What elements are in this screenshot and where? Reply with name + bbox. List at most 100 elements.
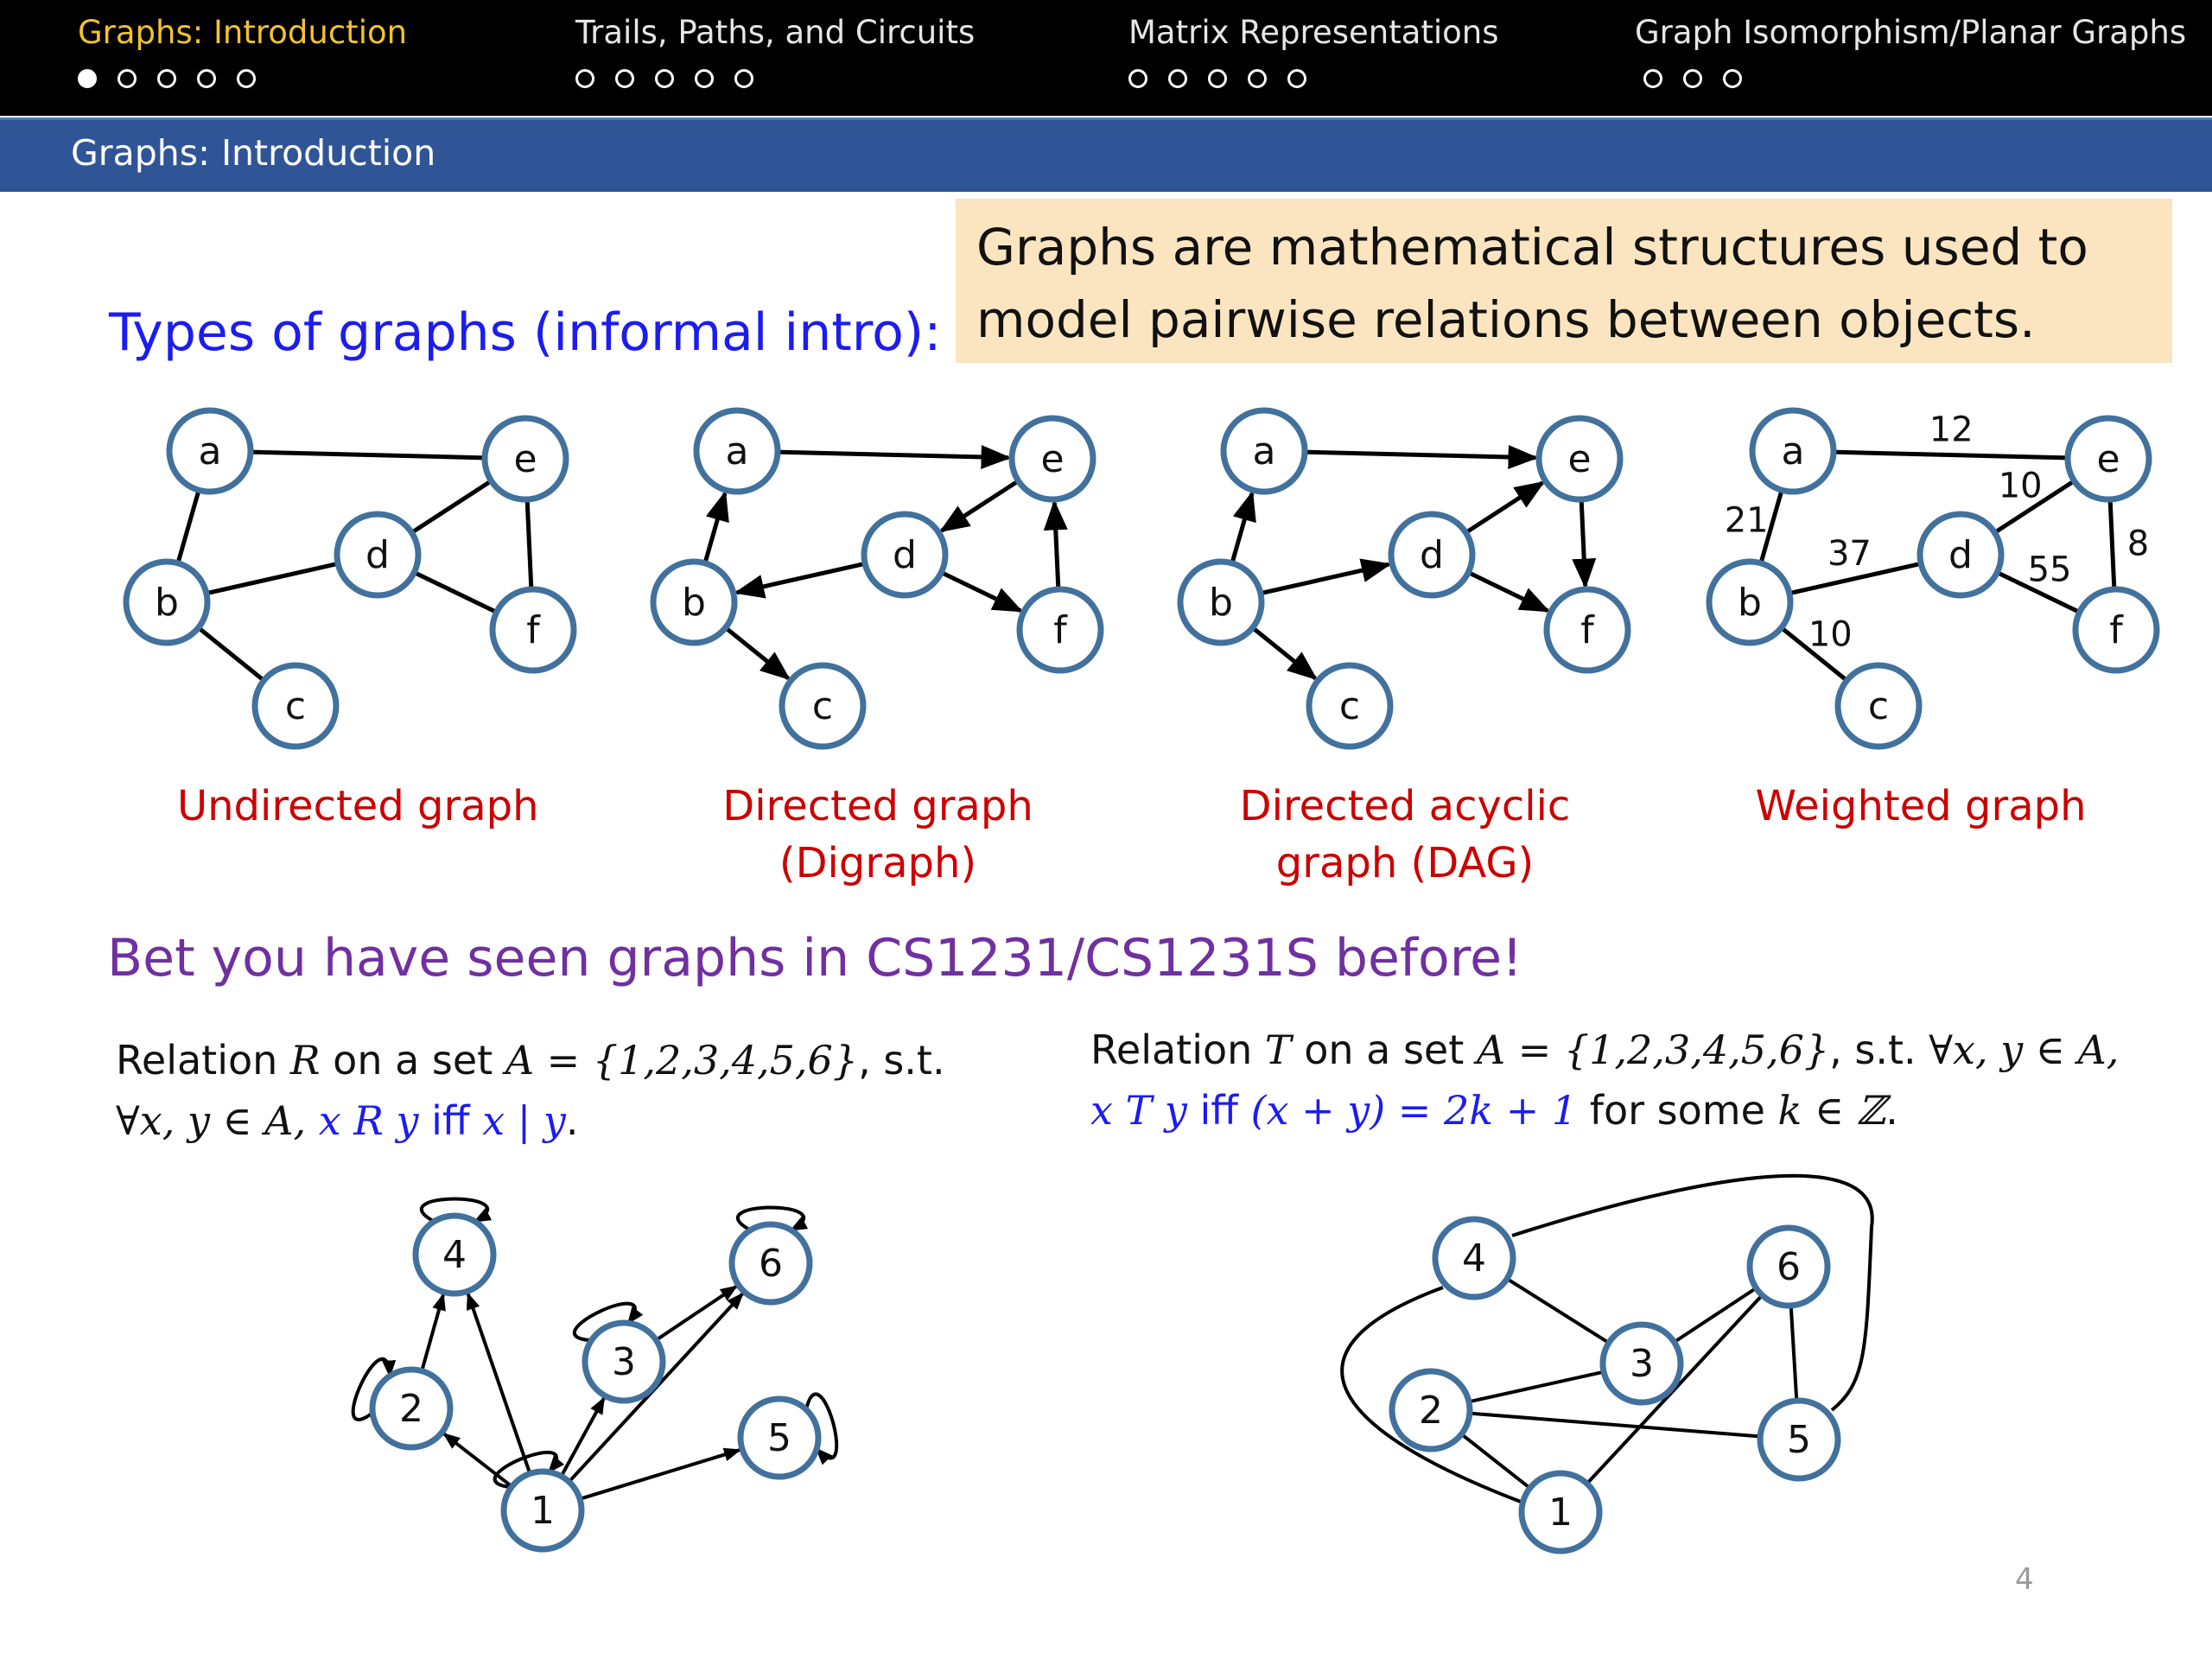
nav-dot[interactable]: [237, 69, 256, 88]
graph-edge: [734, 561, 866, 599]
graph-node: [1706, 558, 1794, 646]
nav-dot[interactable]: [575, 69, 594, 88]
graph-node: [1535, 415, 1624, 503]
graph-node: [582, 1319, 666, 1404]
graph-node: [1916, 511, 2005, 599]
nav-label[interactable]: Graph Isomorphism/Planar Graphs: [1635, 14, 2187, 51]
self-loop-edge: [419, 1197, 493, 1224]
graph-node-label: 2: [1419, 1389, 1443, 1433]
nav-dot[interactable]: [157, 69, 176, 88]
graph-node-label: a: [726, 429, 749, 474]
nav-section-4[interactable]: Graph Isomorphism/Planar Graphs: [1635, 14, 2187, 88]
nav-dot[interactable]: [1643, 69, 1662, 88]
graph-node-label: e: [1567, 437, 1591, 481]
nav-dot[interactable]: [1287, 69, 1306, 88]
types-heading: Types of graphs (informal intro):: [109, 302, 942, 363]
graph-node: [481, 415, 569, 503]
graph-node-label: 3: [612, 1340, 636, 1384]
edge-weight-label: 10: [1808, 615, 1853, 655]
graph-node: [1543, 586, 1631, 674]
graph-node: [334, 511, 422, 599]
graph-node: [412, 1212, 497, 1297]
nav-dot[interactable]: [1723, 69, 1742, 88]
graph-edge: [1511, 1173, 1874, 1412]
graph-node-label: b: [155, 581, 179, 625]
nav-label[interactable]: Trails, Paths, and Circuits: [575, 14, 976, 51]
graph-edge: [1758, 489, 1784, 564]
nav-dot[interactable]: [1168, 69, 1187, 88]
nav-dot[interactable]: [118, 69, 137, 88]
graph-node: [650, 558, 738, 646]
self-loop-edge: [804, 1392, 839, 1465]
graph-node: [500, 1468, 585, 1553]
self-loop-edge: [735, 1205, 809, 1232]
graph-node-label: a: [199, 429, 222, 474]
graph-edge: [1572, 499, 1597, 589]
graph-node-label: c: [1339, 684, 1360, 728]
nav-dot[interactable]: [1128, 69, 1147, 88]
graph-edge: [777, 444, 1012, 469]
graph-node-label: 3: [1630, 1342, 1654, 1386]
graph-node-label: c: [1868, 684, 1889, 728]
graph-node: [1757, 1397, 1841, 1482]
graph-node-label: 1: [1548, 1491, 1573, 1535]
nav-dot[interactable]: [695, 69, 714, 88]
nav-dot[interactable]: [615, 69, 634, 88]
nav-section-3[interactable]: Matrix Representations: [1128, 14, 1499, 88]
graph-node-label: d: [893, 533, 917, 577]
graph-node-label: d: [1948, 533, 1973, 577]
graph-edge: [1506, 1277, 1610, 1344]
nav-dot-filled[interactable]: [78, 69, 97, 88]
graph-node: [1389, 1368, 1473, 1452]
math-symbol: R: [289, 1037, 321, 1084]
nav-dot[interactable]: [734, 69, 753, 88]
graph-node: [1599, 1321, 1684, 1406]
graph-node: [251, 662, 340, 750]
text: , s.t.: [858, 1037, 945, 1084]
graph-node-label: 6: [1777, 1245, 1801, 1289]
graph-edge: [1304, 444, 1539, 469]
text: .: [1885, 1087, 1898, 1134]
text: .: [565, 1097, 579, 1144]
math-set: A = {1,2,3,4,5,6}: [1476, 1027, 1830, 1073]
graph-node: [2064, 415, 2152, 503]
graph-node-label: 4: [442, 1233, 467, 1277]
nav-section-2[interactable]: Trails, Paths, and Circuits: [575, 14, 976, 88]
graph-edge: [1468, 1370, 1605, 1404]
math-quantifier: ∀x, y ∈ A,: [116, 1097, 319, 1144]
math-symbol: T: [1264, 1027, 1292, 1073]
graph-edge: [938, 479, 1020, 533]
graph-node-label: f: [2109, 608, 2124, 652]
nav-dot[interactable]: [1208, 69, 1227, 88]
nav-dot[interactable]: [1248, 69, 1267, 88]
text: , s.t.: [1829, 1027, 1929, 1073]
graph-node-label: a: [1782, 429, 1805, 474]
math-condition: (x + y) = 2k + 1: [1250, 1087, 1578, 1134]
graph-node: [861, 511, 949, 599]
graph-node: [1177, 558, 1265, 646]
text: on a set: [320, 1037, 505, 1084]
nav-dot[interactable]: [1683, 69, 1702, 88]
nav-label[interactable]: Graphs: Introduction: [78, 14, 408, 51]
page-number: 4: [2015, 1562, 2034, 1597]
nav-dot[interactable]: [197, 69, 216, 88]
graph-node: [1834, 662, 1923, 750]
graph-edge: [442, 1432, 513, 1488]
graph-edge: [197, 626, 265, 683]
graph-edge: [655, 1285, 738, 1342]
definition-box: Graphs are mathematical structures used …: [956, 199, 2172, 363]
nav-dot[interactable]: [655, 69, 674, 88]
graph-edge: [559, 1396, 606, 1478]
text: for some: [1577, 1087, 1778, 1134]
nav-label[interactable]: Matrix Representations: [1128, 14, 1499, 51]
graph-node: [1518, 1470, 1603, 1554]
math-symbol: k ∈ ℤ: [1777, 1087, 1886, 1134]
nav-section-1[interactable]: Graphs: Introduction: [78, 14, 408, 88]
text: Relation: [116, 1037, 290, 1084]
graph-edge: [1780, 626, 1848, 683]
graph-node-label: e: [1040, 437, 1064, 481]
graph-edge: [1789, 1305, 1799, 1402]
